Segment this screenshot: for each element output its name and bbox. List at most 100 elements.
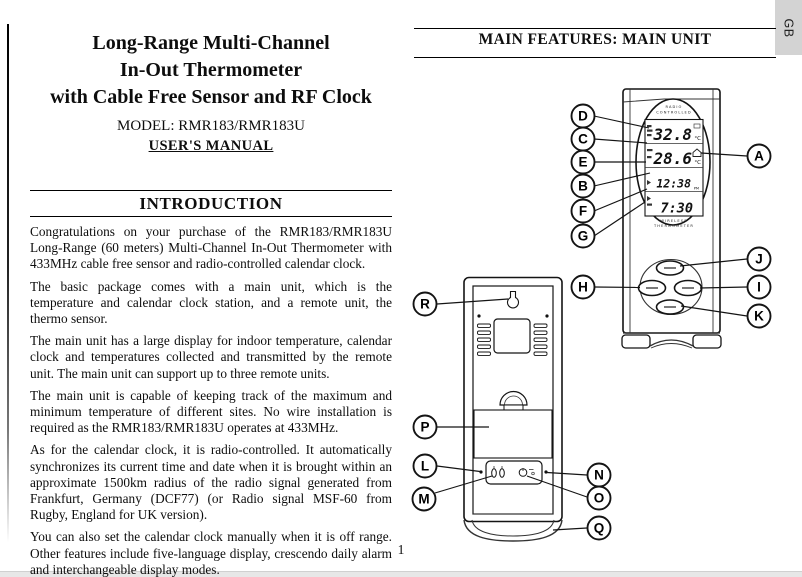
main-features-diagram: RADIO CONTROLLED 32.8 °C 28.6 °C xyxy=(411,88,772,542)
base-arch xyxy=(649,339,694,347)
lcd-indicator-icon xyxy=(647,203,652,206)
callout-letter: P xyxy=(420,420,429,435)
lcd-indicator-icon xyxy=(647,134,652,137)
callout-j: J xyxy=(746,246,772,272)
indoor-temp-value: 28.6 xyxy=(652,149,692,168)
base-curve xyxy=(471,519,555,537)
callout-letter: B xyxy=(578,179,588,194)
divider xyxy=(414,57,776,58)
main-features-heading: MAIN FEATURES: MAIN UNIT xyxy=(478,31,712,48)
callout-m: M xyxy=(411,486,437,512)
callout-a: A xyxy=(746,143,772,169)
vent-slats-left xyxy=(477,323,491,356)
callout-d: D xyxy=(570,103,596,129)
callout-letter: C xyxy=(578,132,588,147)
outdoor-temp-value: 32.8 xyxy=(652,125,692,144)
title-line-3: with Cable Free Sensor and RF Clock xyxy=(50,86,372,108)
vent-slat xyxy=(533,323,548,328)
callout-k: K xyxy=(746,303,772,329)
vent-slat xyxy=(533,330,548,335)
keyhole-icon xyxy=(506,290,520,309)
callout-letter: E xyxy=(578,155,587,170)
switch-panel xyxy=(479,460,548,485)
leader-line xyxy=(546,471,588,476)
vent-slat xyxy=(533,337,548,342)
lcd-indicator-icon xyxy=(647,125,652,128)
dome-outline xyxy=(499,390,528,406)
page-number: 1 xyxy=(397,542,405,557)
leader-line xyxy=(680,305,748,317)
base-arch xyxy=(650,343,693,349)
base-curve xyxy=(463,519,563,542)
callout-letter: O xyxy=(594,491,605,506)
divider xyxy=(414,28,776,29)
intro-paragraph: Congratulations on your purchase of the … xyxy=(30,224,392,272)
house-icon xyxy=(692,148,702,157)
leader-line xyxy=(699,286,748,289)
callout-letter: G xyxy=(578,229,589,244)
channel-switch xyxy=(499,468,505,478)
left-column: Long-Range Multi-Channel In-Out Thermome… xyxy=(30,30,392,577)
divider xyxy=(30,190,392,191)
button-cluster xyxy=(637,258,703,316)
lcd-top-label: RADIO xyxy=(666,105,683,109)
callout-letter: L xyxy=(421,459,429,474)
lcd-row-clock: 12:38 PM xyxy=(647,177,699,191)
lcd-indicator-icon xyxy=(647,180,651,185)
callout-l: L xyxy=(412,453,438,479)
lcd-row-indoor-temp: 28.6 °C xyxy=(647,148,702,168)
callout-i: I xyxy=(746,274,772,300)
main-unit-stand xyxy=(621,332,722,349)
alarm-time-value: 7:30 xyxy=(660,201,693,217)
callout-letter: Q xyxy=(594,521,605,536)
left-foot xyxy=(621,334,651,349)
leader-line xyxy=(436,298,509,305)
divider xyxy=(30,216,392,217)
lcd-bottom-label: THERMOMETER xyxy=(653,224,694,228)
document-title: Long-Range Multi-Channel In-Out Thermome… xyxy=(30,30,392,111)
screw-dot xyxy=(545,314,549,318)
dome-knob xyxy=(499,390,528,411)
callout-letter: I xyxy=(757,280,761,295)
dome-inner xyxy=(504,395,523,406)
leader-line xyxy=(526,475,588,498)
vent-slat xyxy=(477,323,491,328)
switch-mark xyxy=(531,471,535,476)
language-tab-label: GB xyxy=(781,17,796,38)
title-line-2: In-Out Thermometer xyxy=(119,59,303,81)
callout-letter: J xyxy=(755,252,763,267)
callout-letter: M xyxy=(418,492,429,507)
vent-slat xyxy=(477,330,491,335)
lcd-indicator-icon xyxy=(647,156,652,159)
reset-switch xyxy=(491,468,497,478)
leader-line xyxy=(593,286,641,289)
callout-badges: D C E B F G A J H I K R P L M N O Q xyxy=(411,103,772,541)
lcd-row-alarm: 7:30 xyxy=(647,196,693,217)
vent-slat xyxy=(533,344,548,349)
leader-line xyxy=(434,475,493,494)
vent-slat xyxy=(477,351,491,356)
callout-h: H xyxy=(570,274,596,300)
leader-line xyxy=(700,152,748,157)
leader-line xyxy=(593,201,646,237)
lcd-indicator-icon xyxy=(693,123,701,129)
clock-time-value: 12:38 xyxy=(656,177,691,191)
main-unit-diagram: RADIO CONTROLLED 32.8 °C 28.6 °C xyxy=(621,88,722,349)
callout-b: B xyxy=(570,173,596,199)
intro-paragraph: The basic package comes with a main unit… xyxy=(30,278,392,327)
lcd-top-label: CONTROLLED xyxy=(656,111,692,115)
users-manual-label: USER'S MANUAL xyxy=(148,138,274,154)
language-tab: GB xyxy=(775,0,802,55)
callout-f: F xyxy=(570,198,596,224)
leader-line xyxy=(552,527,588,531)
callout-e: E xyxy=(570,149,596,175)
indoor-temp-unit: °C xyxy=(694,160,701,166)
callout-letter: R xyxy=(420,297,430,312)
screw-dot xyxy=(479,470,483,474)
callout-r: R xyxy=(412,291,438,317)
leader-line xyxy=(593,188,648,212)
vent-slat xyxy=(533,351,548,356)
vent-slats-right xyxy=(533,323,548,356)
switch-panel-plate xyxy=(485,460,543,485)
